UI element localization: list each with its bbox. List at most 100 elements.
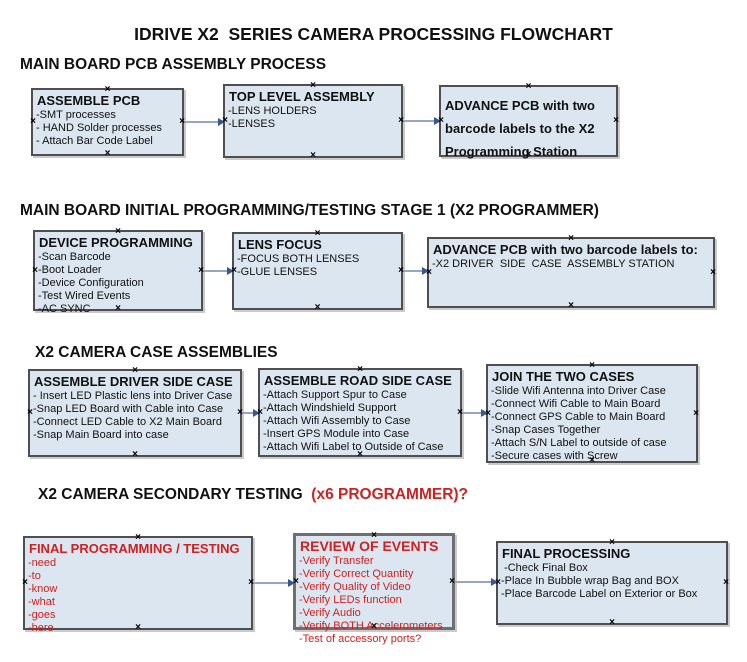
connection-x-icon: ×: [609, 617, 615, 628]
connection-x-icon: ×: [104, 148, 111, 159]
box-item: -Verify Audio: [299, 607, 361, 619]
connection-x-icon: ×: [589, 455, 595, 466]
box-item: -AC SYNC: [38, 303, 91, 315]
box-title: ASSEMBLE ROAD SIDE CASE: [264, 373, 452, 388]
box-item: -Test of accessory ports?: [299, 633, 422, 645]
connection-x-icon: ×: [568, 300, 574, 311]
box-item: -Attach Support Spur to Case: [263, 389, 407, 401]
connection-x-icon: ×: [32, 264, 38, 276]
box-item: -to: [28, 570, 41, 582]
section-heading-text: MAIN BOARD PCB ASSEMBLY PROCESS: [20, 56, 327, 73]
flow-box: FINAL PROGRAMMING / TESTING-need-to-know…: [22, 532, 254, 635]
box-item: -Attach Wifi Label to Outside of Case: [263, 441, 444, 453]
connection-x-icon: ×: [426, 266, 432, 278]
box-item: -Place In Bubble wrap Bag and BOX: [501, 575, 679, 587]
connection-x-icon: ×: [30, 116, 36, 127]
box-title: FINAL PROCESSING: [502, 546, 631, 561]
box-item: - HAND Solder processes: [36, 122, 162, 134]
section-heading-suffix: (x6 PROGRAMMER)?: [311, 486, 469, 503]
connection-x-icon: ×: [314, 302, 321, 313]
flow-arrow: [462, 412, 482, 414]
box-item: -SMT processes: [36, 109, 116, 121]
flow-box: ASSEMBLE DRIVER SIDE CASE- Insert LED Pl…: [27, 365, 243, 460]
box-item: -goes: [28, 609, 56, 621]
connection-x-icon: ×: [525, 149, 532, 160]
flow-box: ASSEMBLE PCB-SMT processes- HAND Solder …: [30, 85, 185, 159]
connection-x-icon: ×: [198, 264, 204, 276]
box-item: -Slide Wifi Antenna into Driver Case: [491, 385, 666, 397]
arrowhead-icon: [422, 267, 429, 275]
connection-x-icon: ×: [132, 449, 138, 460]
connection-x-icon: ×: [132, 365, 138, 376]
box-item: -Check Final Box: [501, 562, 588, 574]
connection-x-icon: ×: [310, 150, 316, 161]
connection-x-icon: ×: [257, 406, 263, 418]
box-item: -Attach Windshield Support: [263, 402, 397, 414]
connection-x-icon: ×: [693, 407, 699, 419]
flow-arrow: [455, 581, 492, 583]
flow-box: ADVANCE PCB with two barcode labels to:-…: [426, 233, 716, 311]
connection-x-icon: ×: [525, 81, 532, 92]
connection-x-icon: ×: [248, 577, 254, 588]
connection-x-icon: ×: [314, 228, 321, 239]
flow-arrow: [242, 412, 254, 414]
connection-x-icon: ×: [237, 407, 243, 418]
box-item: -Snap Main Board into case: [33, 429, 169, 441]
box-title: ASSEMBLE DRIVER SIDE CASE: [34, 374, 233, 389]
box-item: -need: [28, 557, 57, 569]
section-heading: MAIN BOARD PCB ASSEMBLY PROCESS: [20, 56, 326, 74]
connection-x-icon: ×: [371, 621, 377, 632]
section-heading-text: X2 CAMERA SECONDARY TESTING: [38, 486, 312, 503]
arrowhead-icon: [434, 117, 441, 125]
connection-x-icon: ×: [398, 265, 404, 276]
connection-x-icon: ×: [609, 537, 615, 548]
connection-x-icon: ×: [222, 115, 228, 126]
connection-x-icon: ×: [438, 115, 444, 126]
box-item: -Snap Cases Together: [491, 424, 601, 436]
connection-x-icon: ×: [231, 265, 237, 276]
box-item: -Verify BOTH Accelerometers: [299, 620, 443, 632]
box-item: -Verify Transfer: [299, 555, 374, 567]
connection-x-icon: ×: [371, 530, 377, 541]
connection-x-icon: ×: [613, 115, 619, 126]
box-item: -Attach Wifi Assembly to Case: [263, 415, 411, 427]
flow-box: FINAL PROCESSING -Check Final Box-Place …: [495, 537, 729, 628]
section-heading: MAIN BOARD INITIAL PROGRAMMING/TESTING S…: [20, 202, 599, 220]
box-title: TOP LEVEL ASSEMBLY: [229, 89, 375, 104]
arrowhead-icon: [491, 578, 498, 586]
box-title: FINAL PROGRAMMING / TESTING: [29, 541, 240, 556]
connection-x-icon: ×: [495, 577, 501, 588]
box-item: -GLUE LENSES: [237, 266, 318, 278]
box-item: - Insert LED Plastic lens into Driver Ca…: [33, 390, 233, 402]
flow-arrow: [403, 120, 435, 122]
flow-box: ADVANCE PCB with two barcode labels to t…: [438, 81, 619, 160]
box-item: -Verify Quality of Video: [299, 581, 411, 593]
box-title: ADVANCE PCB with two barcode labels to t…: [445, 98, 595, 159]
arrowhead-icon: [227, 267, 234, 275]
section-heading: X2 CAMERA CASE ASSEMBLIES: [35, 344, 278, 362]
box-title: DEVICE PROGRAMMING: [39, 235, 193, 250]
box-item: -Scan Barcode: [38, 251, 111, 263]
connection-x-icon: ×: [449, 575, 455, 587]
connection-x-icon: ×: [135, 532, 141, 543]
page-title: IDRIVE X2 SERIES CAMERA PROCESSING FLOWC…: [134, 24, 613, 44]
box-item: -Secure cases with Screw: [491, 450, 618, 462]
box-item: - Attach Bar Code Label: [36, 135, 153, 147]
connection-x-icon: ×: [568, 233, 574, 244]
arrowhead-icon: [481, 409, 488, 417]
box-title: REVIEW OF EVENTS: [300, 538, 439, 554]
arrowhead-icon: [218, 118, 225, 126]
box-item: -Place Barcode Label on Exterior or Box: [501, 588, 698, 600]
box-title: LENS FOCUS: [238, 237, 322, 252]
box-item: -LENSES: [228, 118, 276, 130]
box-item: -Boot Loader: [38, 264, 102, 276]
connection-x-icon: ×: [457, 406, 463, 418]
box-item: -Verify LEDs function: [299, 594, 402, 606]
box-item: -Insert GPS Module into Case: [263, 428, 410, 440]
connection-x-icon: ×: [27, 407, 33, 418]
box-item: -Device Configuration: [38, 277, 144, 289]
connection-x-icon: ×: [115, 303, 121, 314]
connection-x-icon: ×: [310, 80, 316, 91]
box-item: -Attach S/N Label to outside of case: [491, 437, 667, 449]
box-item: -what: [28, 596, 55, 608]
